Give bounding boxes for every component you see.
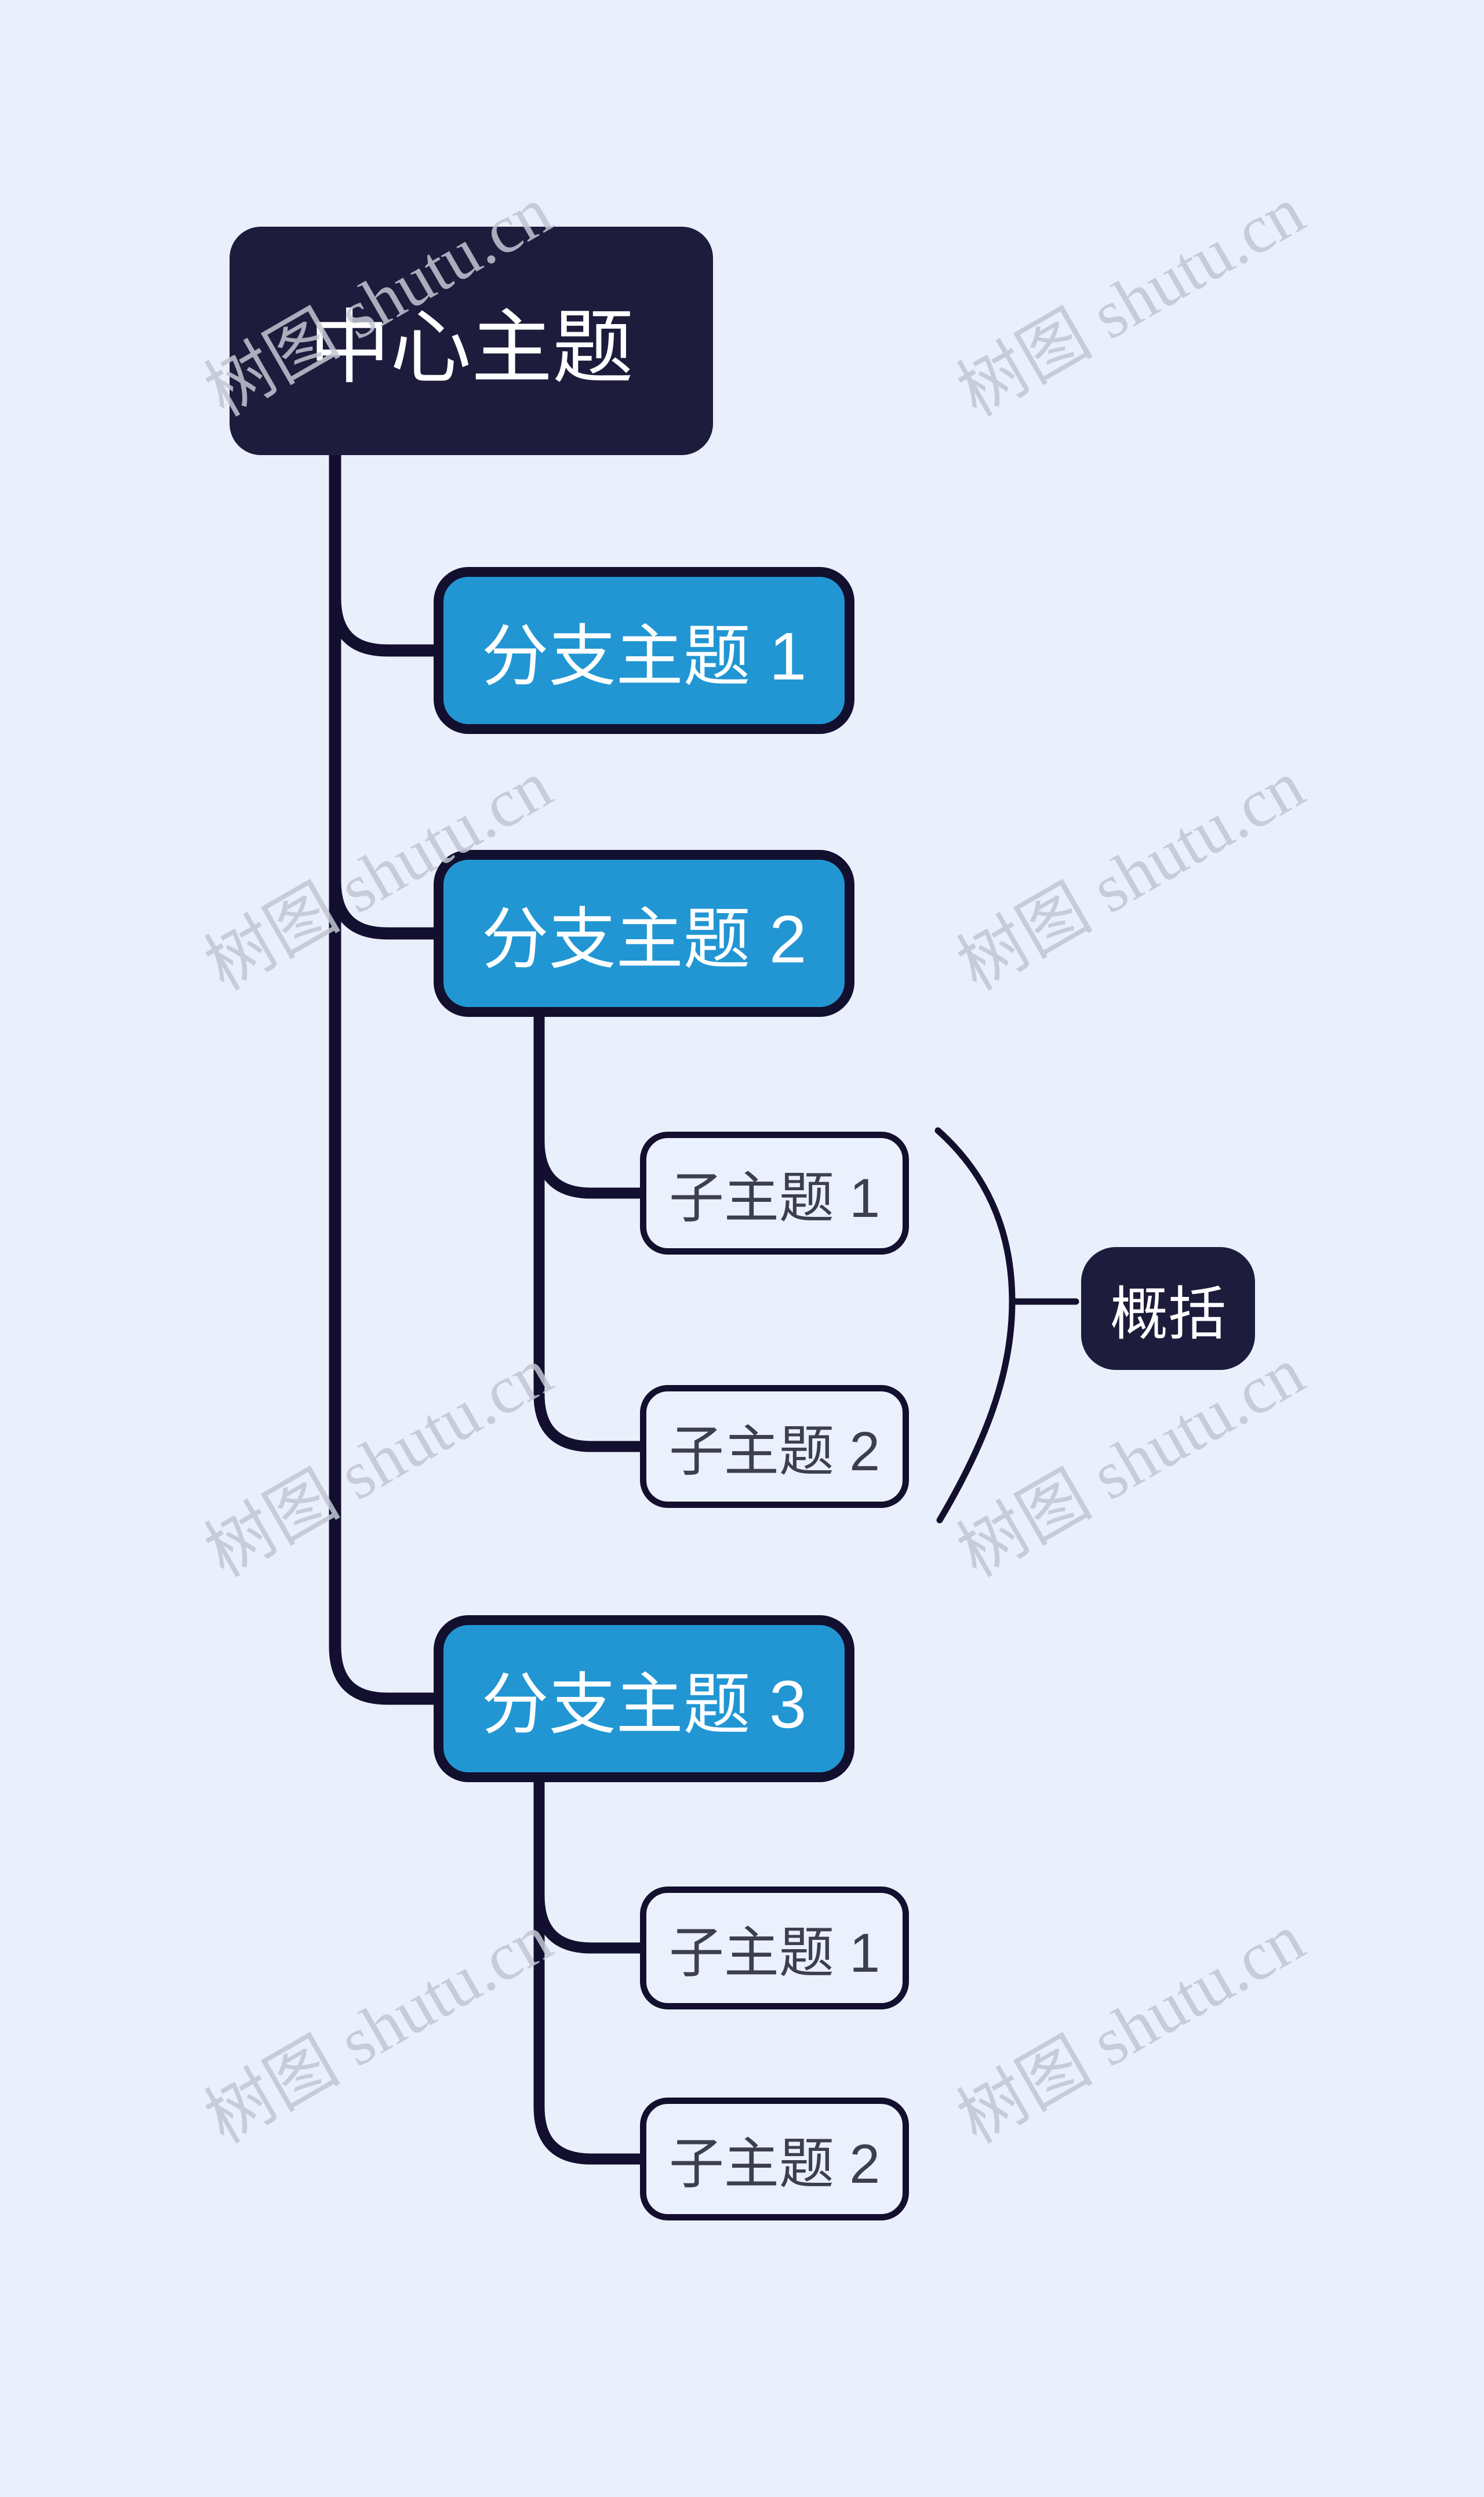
node-branch2-subtopic-2[interactable]: 子主题 2 bbox=[640, 1385, 909, 1508]
connector-branch2-child2 bbox=[533, 1012, 646, 1452]
branch3-subtopic-2-label: 子主题 2 bbox=[668, 2133, 881, 2195]
connector-branch3-child1 bbox=[533, 1778, 646, 1954]
branch2-subtopic-2-label: 子主题 2 bbox=[668, 1420, 881, 1482]
connector-branch2 bbox=[329, 875, 440, 940]
connector-branch1 bbox=[329, 592, 440, 657]
node-branch3-subtopic-2[interactable]: 子主题 2 bbox=[640, 2098, 909, 2220]
branch-topic-1-label: 分支主题 1 bbox=[481, 619, 807, 694]
connector-branch3-child2 bbox=[533, 1778, 646, 2165]
branch-topic-2-label: 分支主题 2 bbox=[481, 902, 807, 977]
node-branch-topic-3[interactable]: 分支主题 3 bbox=[434, 1615, 854, 1782]
summary-brace bbox=[934, 1127, 1016, 1524]
connector-trunk-central bbox=[329, 448, 440, 1705]
branch-topic-3-label: 分支主题 3 bbox=[481, 1667, 807, 1742]
node-branch2-subtopic-1[interactable]: 子主题 1 bbox=[640, 1132, 909, 1255]
node-branch3-subtopic-1[interactable]: 子主题 1 bbox=[640, 1887, 909, 2009]
node-branch-topic-2[interactable]: 分支主题 2 bbox=[434, 850, 854, 1017]
connector-branch2-child1 bbox=[533, 1012, 646, 1199]
branch3-subtopic-1-label: 子主题 1 bbox=[668, 1922, 881, 1984]
node-central-topic[interactable]: 中心主题 bbox=[230, 227, 713, 455]
branch2-subtopic-1-label: 子主题 1 bbox=[668, 1167, 881, 1229]
node-summary[interactable]: 概括 bbox=[1081, 1247, 1255, 1370]
summary-label: 概括 bbox=[1110, 1281, 1226, 1347]
node-branch-topic-1[interactable]: 分支主题 1 bbox=[434, 567, 854, 734]
central-topic-label: 中心主题 bbox=[308, 302, 634, 393]
